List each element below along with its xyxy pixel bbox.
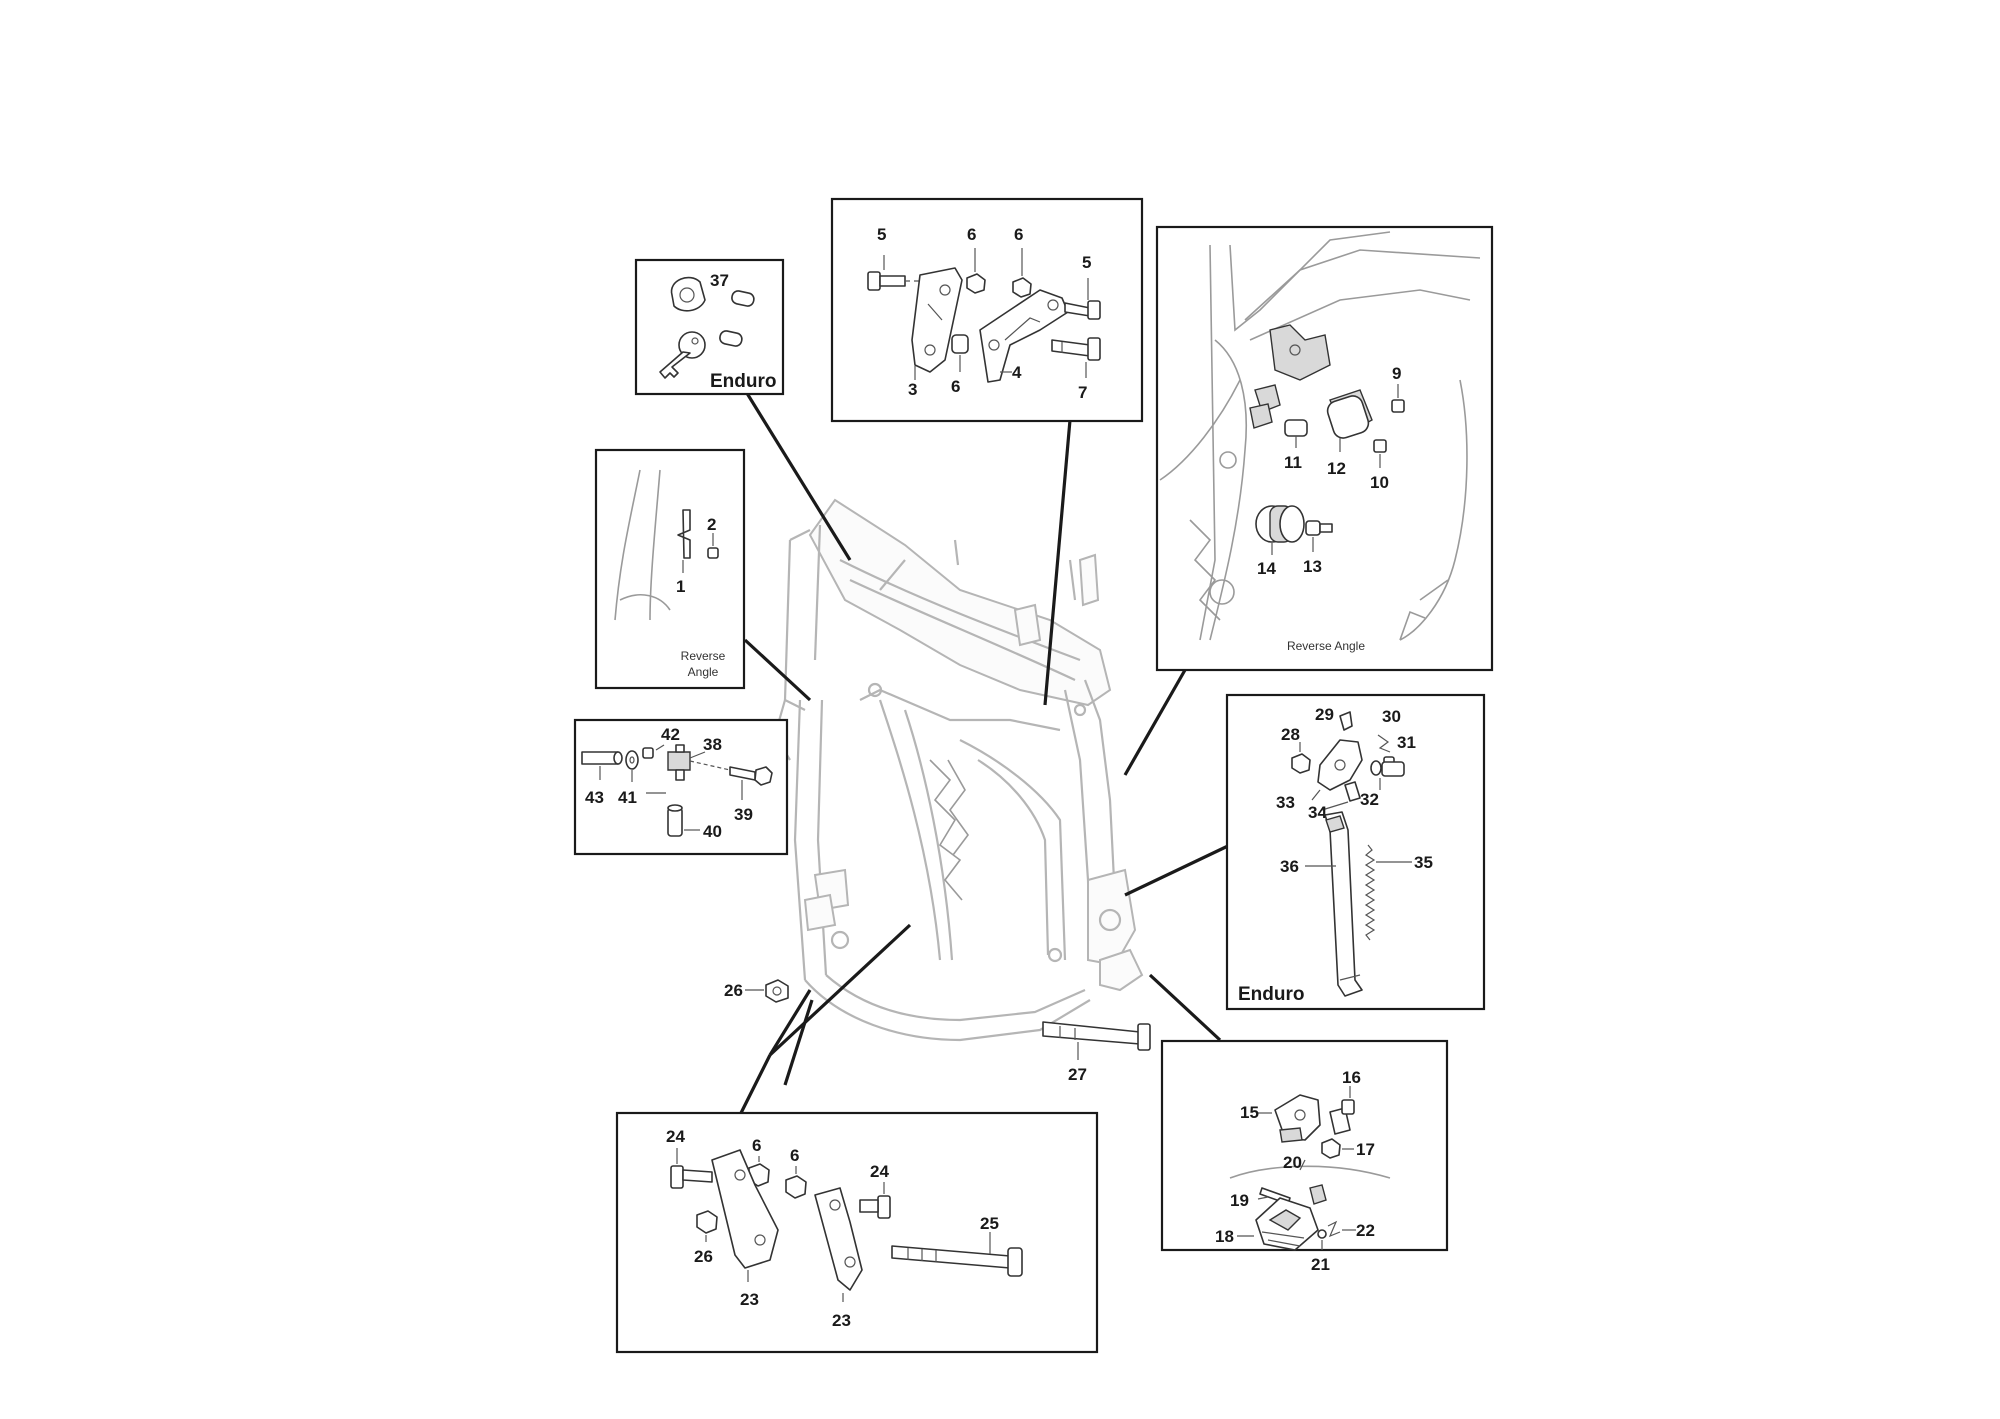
- callout-27-frame: 27: [1068, 1065, 1087, 1084]
- motorcycle-frame: [773, 498, 1144, 1042]
- callout-13: 13: [1303, 557, 1322, 576]
- callout-1: 1: [676, 577, 685, 596]
- callout-43: 43: [585, 788, 604, 807]
- callout-38: 38: [703, 735, 722, 754]
- note-reverse-angle-sensor-line2: Angle: [688, 665, 719, 679]
- callout-16: 16: [1342, 1068, 1361, 1087]
- callout-42: 42: [661, 725, 680, 744]
- callout-2: 2: [707, 515, 716, 534]
- leader-lines: [738, 389, 1231, 1116]
- callout-6-b: 6: [1014, 225, 1023, 244]
- variant-tag-enduro-ignition: Enduro: [710, 371, 777, 392]
- callout-22: 22: [1356, 1221, 1375, 1240]
- callout-41: 41: [618, 788, 637, 807]
- callout-24-right: 24: [870, 1162, 889, 1181]
- callout-7: 7: [1078, 383, 1087, 402]
- callout-24-left: 24: [666, 1127, 685, 1146]
- panel-cable: 43 41 42 38 39 40: [573, 718, 789, 856]
- callout-6-lower-right: 6: [790, 1146, 799, 1165]
- frame-callouts: 26 27: [724, 979, 1151, 1084]
- callout-37: 37: [710, 271, 729, 290]
- callout-20: 20: [1283, 1153, 1302, 1172]
- callout-14: 14: [1257, 559, 1276, 578]
- callout-39: 39: [734, 805, 753, 824]
- callout-23-left: 23: [740, 1290, 759, 1309]
- callout-30: 30: [1382, 707, 1401, 726]
- callout-15: 15: [1240, 1103, 1259, 1122]
- callout-6-lower-left: 6: [752, 1136, 761, 1155]
- callout-19: 19: [1230, 1191, 1249, 1210]
- callout-26-lower: 26: [694, 1247, 713, 1266]
- callout-28: 28: [1281, 725, 1300, 744]
- callout-3: 3: [908, 380, 917, 399]
- callout-23-right: 23: [832, 1311, 851, 1330]
- callout-26-frame: 26: [724, 981, 743, 1000]
- callout-5-right: 5: [1082, 253, 1091, 272]
- callout-36: 36: [1280, 857, 1299, 876]
- callout-11: 11: [1284, 453, 1302, 472]
- callout-31: 31: [1397, 733, 1416, 752]
- note-reverse-angle-mounts: Reverse Angle: [1287, 639, 1365, 653]
- callout-25: 25: [980, 1214, 999, 1233]
- panel-lower-brackets: 24 6 23 26 6 23 24 25: [615, 1111, 1099, 1354]
- callout-35: 35: [1414, 853, 1433, 872]
- callout-40: 40: [703, 822, 722, 841]
- callout-9: 9: [1392, 364, 1401, 383]
- variant-tag-enduro-sidestand: Enduro: [1238, 984, 1305, 1005]
- panel-footpeg: 15 16 17 19 20 18 22 21: [1160, 1039, 1449, 1274]
- panel-sidestand: 29 30 31 28 33 34 32 36 35 Enduro: [1225, 693, 1486, 1011]
- panel-mounts: 11 12 9 10 14 13 Reverse Angle: [1155, 225, 1494, 672]
- callout-29: 29: [1315, 705, 1334, 724]
- callout-18: 18: [1215, 1227, 1234, 1246]
- callout-21: 21: [1311, 1255, 1330, 1274]
- note-reverse-angle-sensor-line1: Reverse: [681, 649, 726, 663]
- callout-33: 33: [1276, 793, 1295, 812]
- panel-engine-hangers: 5 3 6 6 6 4 5 7: [830, 197, 1144, 423]
- callout-4: 4: [1012, 363, 1022, 382]
- callout-6-c: 6: [951, 377, 960, 396]
- callout-10: 10: [1370, 473, 1389, 492]
- panel-sensor: 2 1 Reverse Angle: [594, 448, 746, 690]
- callout-34: 34: [1308, 803, 1327, 822]
- callout-6-a: 6: [967, 225, 976, 244]
- panel-ignition: 37 Enduro: [634, 258, 785, 396]
- callout-5-left: 5: [877, 225, 886, 244]
- callout-12: 12: [1327, 459, 1346, 478]
- callout-17: 17: [1356, 1140, 1375, 1159]
- callout-32: 32: [1360, 790, 1379, 809]
